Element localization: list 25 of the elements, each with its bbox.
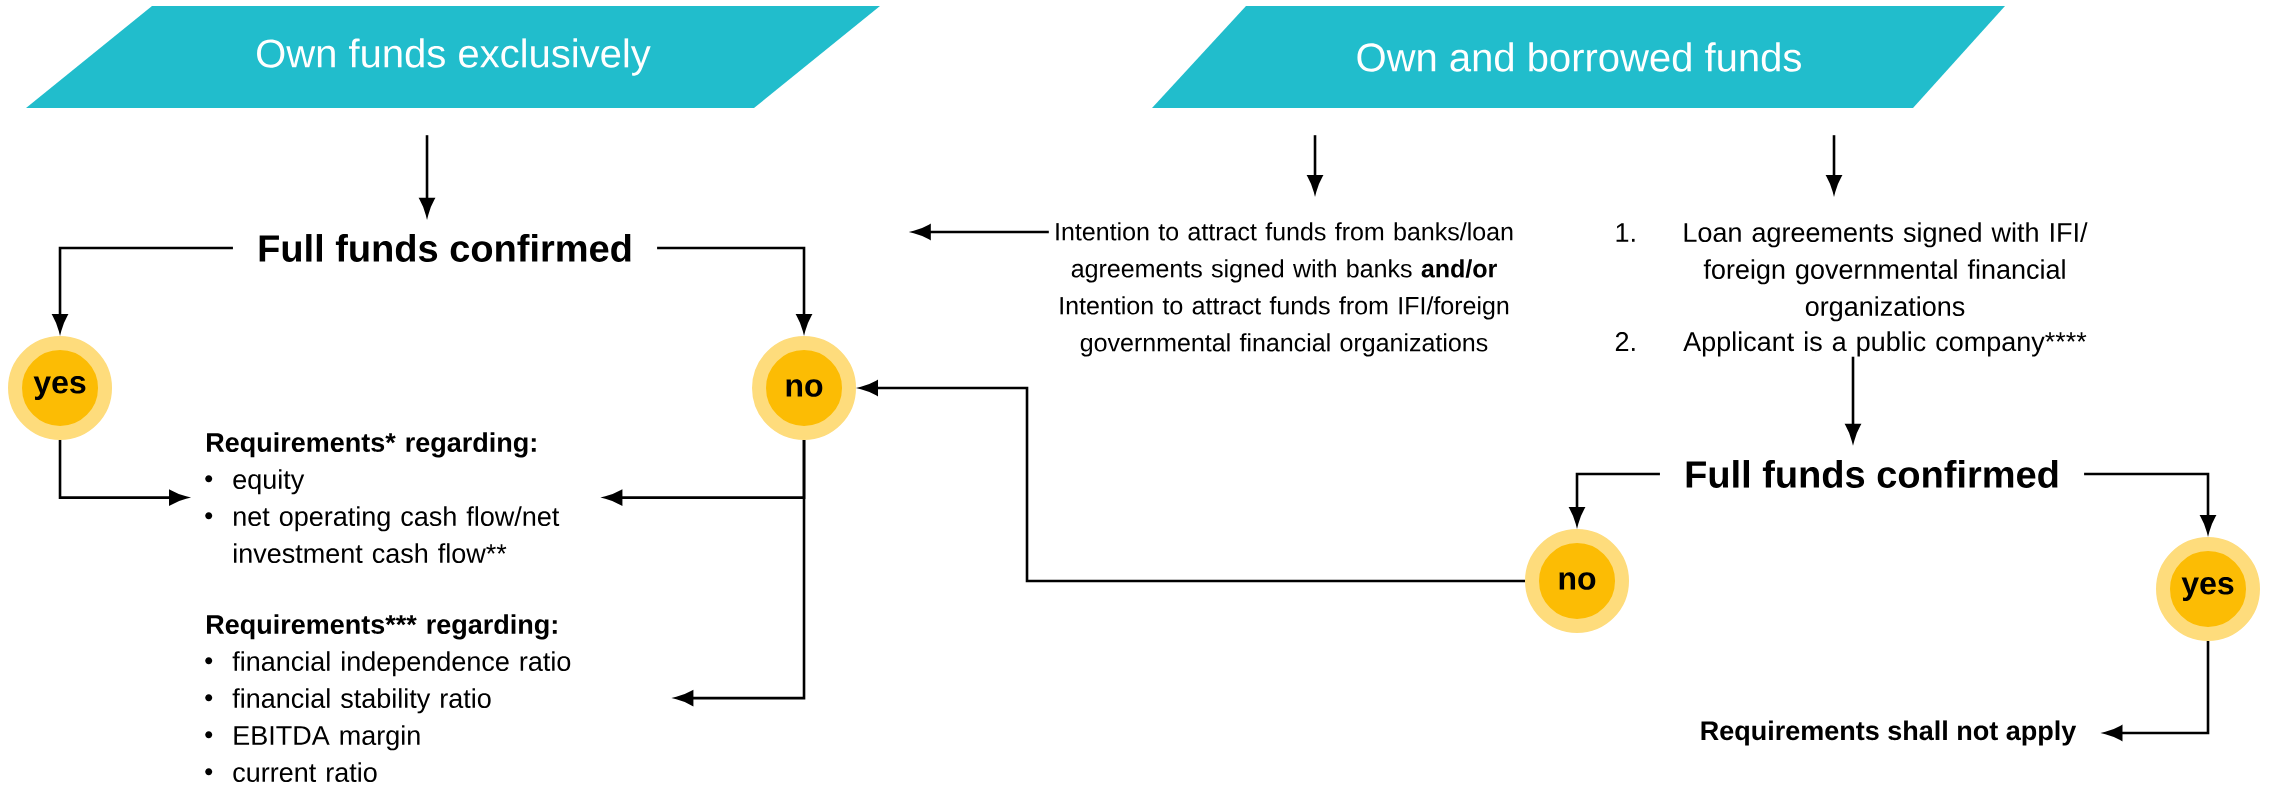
node-label: Requirements* regarding: <box>207 432 536 458</box>
arrow <box>1569 472 1660 526</box>
node-label: EBITDA margin <box>234 725 420 751</box>
node-label: Requirements*** regarding: <box>207 614 557 640</box>
heading-text: Full funds confirmed <box>1686 460 2058 488</box>
arrow <box>1826 135 1842 194</box>
node-label: net operating cash flow/net investment cash flow** <box>234 506 560 564</box>
arrow <box>1307 135 1323 194</box>
requirement-list: Requirements*** regarding: financial independence ratio financial stability ratio EBITDA margin current ratio <box>205 614 571 782</box>
arrow <box>859 380 1525 583</box>
node-label: equity <box>233 469 305 495</box>
arrow <box>52 246 233 333</box>
banner: Own funds exclusively <box>26 6 880 108</box>
node-label: current ratio <box>233 762 377 783</box>
arrow <box>2084 472 2216 534</box>
heading-text: Full funds confirmed <box>259 234 631 262</box>
condition-text: Intention to attract funds from banks/loan agreements signed with banks and/or Intention to attract funds from IFI/foreign governmental financial organizations <box>1056 222 1513 357</box>
requirement-list: Requirements* regarding: equity net operating cash flow/net investment cash flow** <box>205 432 560 564</box>
numbered-list: 1. Loan agreements signed with IFI/ foreign governmental financial organizations 2. Applicant is a public company**** <box>1615 222 2088 357</box>
arrow <box>912 224 1049 240</box>
result-text: Requirements shall not apply <box>1701 720 2077 746</box>
node-label: financial stability ratio <box>232 688 491 714</box>
arrow <box>657 246 812 333</box>
node-label: financial independence ratio <box>232 651 571 677</box>
banner: Own and borrowed funds <box>1152 6 2005 108</box>
